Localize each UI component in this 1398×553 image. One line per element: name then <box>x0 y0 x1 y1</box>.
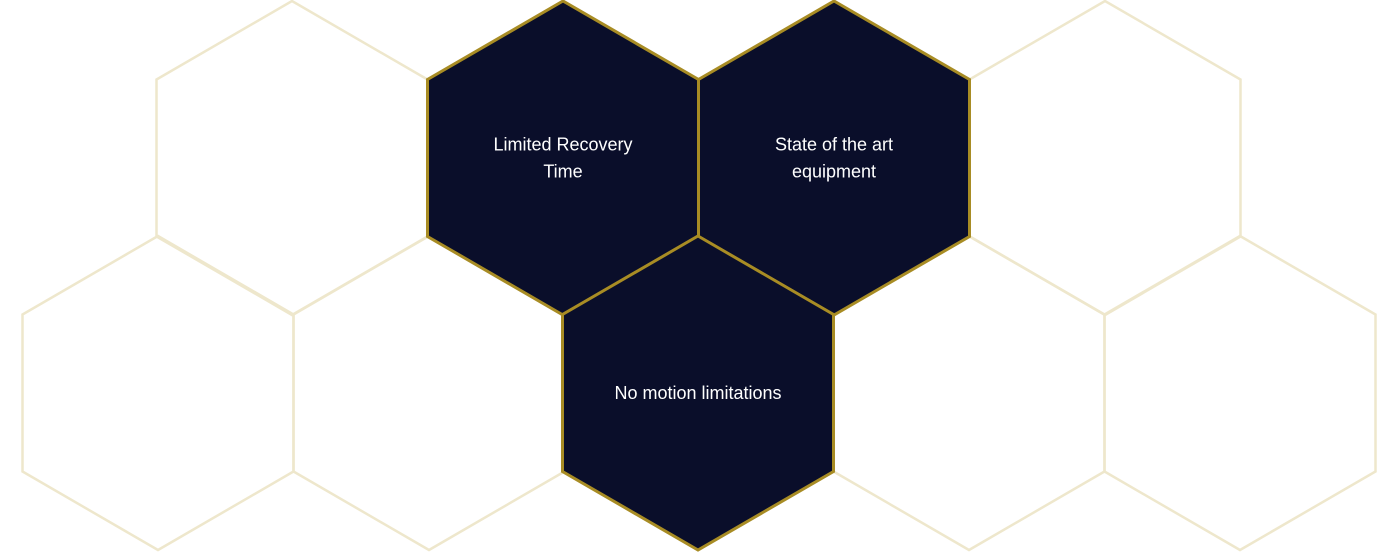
hexagon-label-line: No motion limitations <box>614 383 781 403</box>
hex-bottom-far-right-outline <box>1103 234 1377 552</box>
hex-no-motion-limitations: No motion limitations <box>561 234 835 552</box>
hexagon-label-line: Limited Recovery <box>493 135 632 155</box>
hexagon-shape <box>21 234 295 552</box>
hexagon-shape <box>968 0 1242 317</box>
hex-top-right-outline <box>968 0 1242 317</box>
hexagon-shape <box>155 0 429 317</box>
hexagon-label-line: Time <box>543 162 582 182</box>
hexagon-shape <box>1103 234 1377 552</box>
hexagon-shape <box>561 234 835 552</box>
hex-bottom-far-left-outline <box>21 234 295 552</box>
hex-top-left-outline <box>155 0 429 317</box>
hex-state-of-the-art-equipment: State of the art equipment <box>697 0 971 317</box>
hexagon-label-line: equipment <box>792 162 876 182</box>
hexagon-label-line: State of the art <box>775 135 893 155</box>
